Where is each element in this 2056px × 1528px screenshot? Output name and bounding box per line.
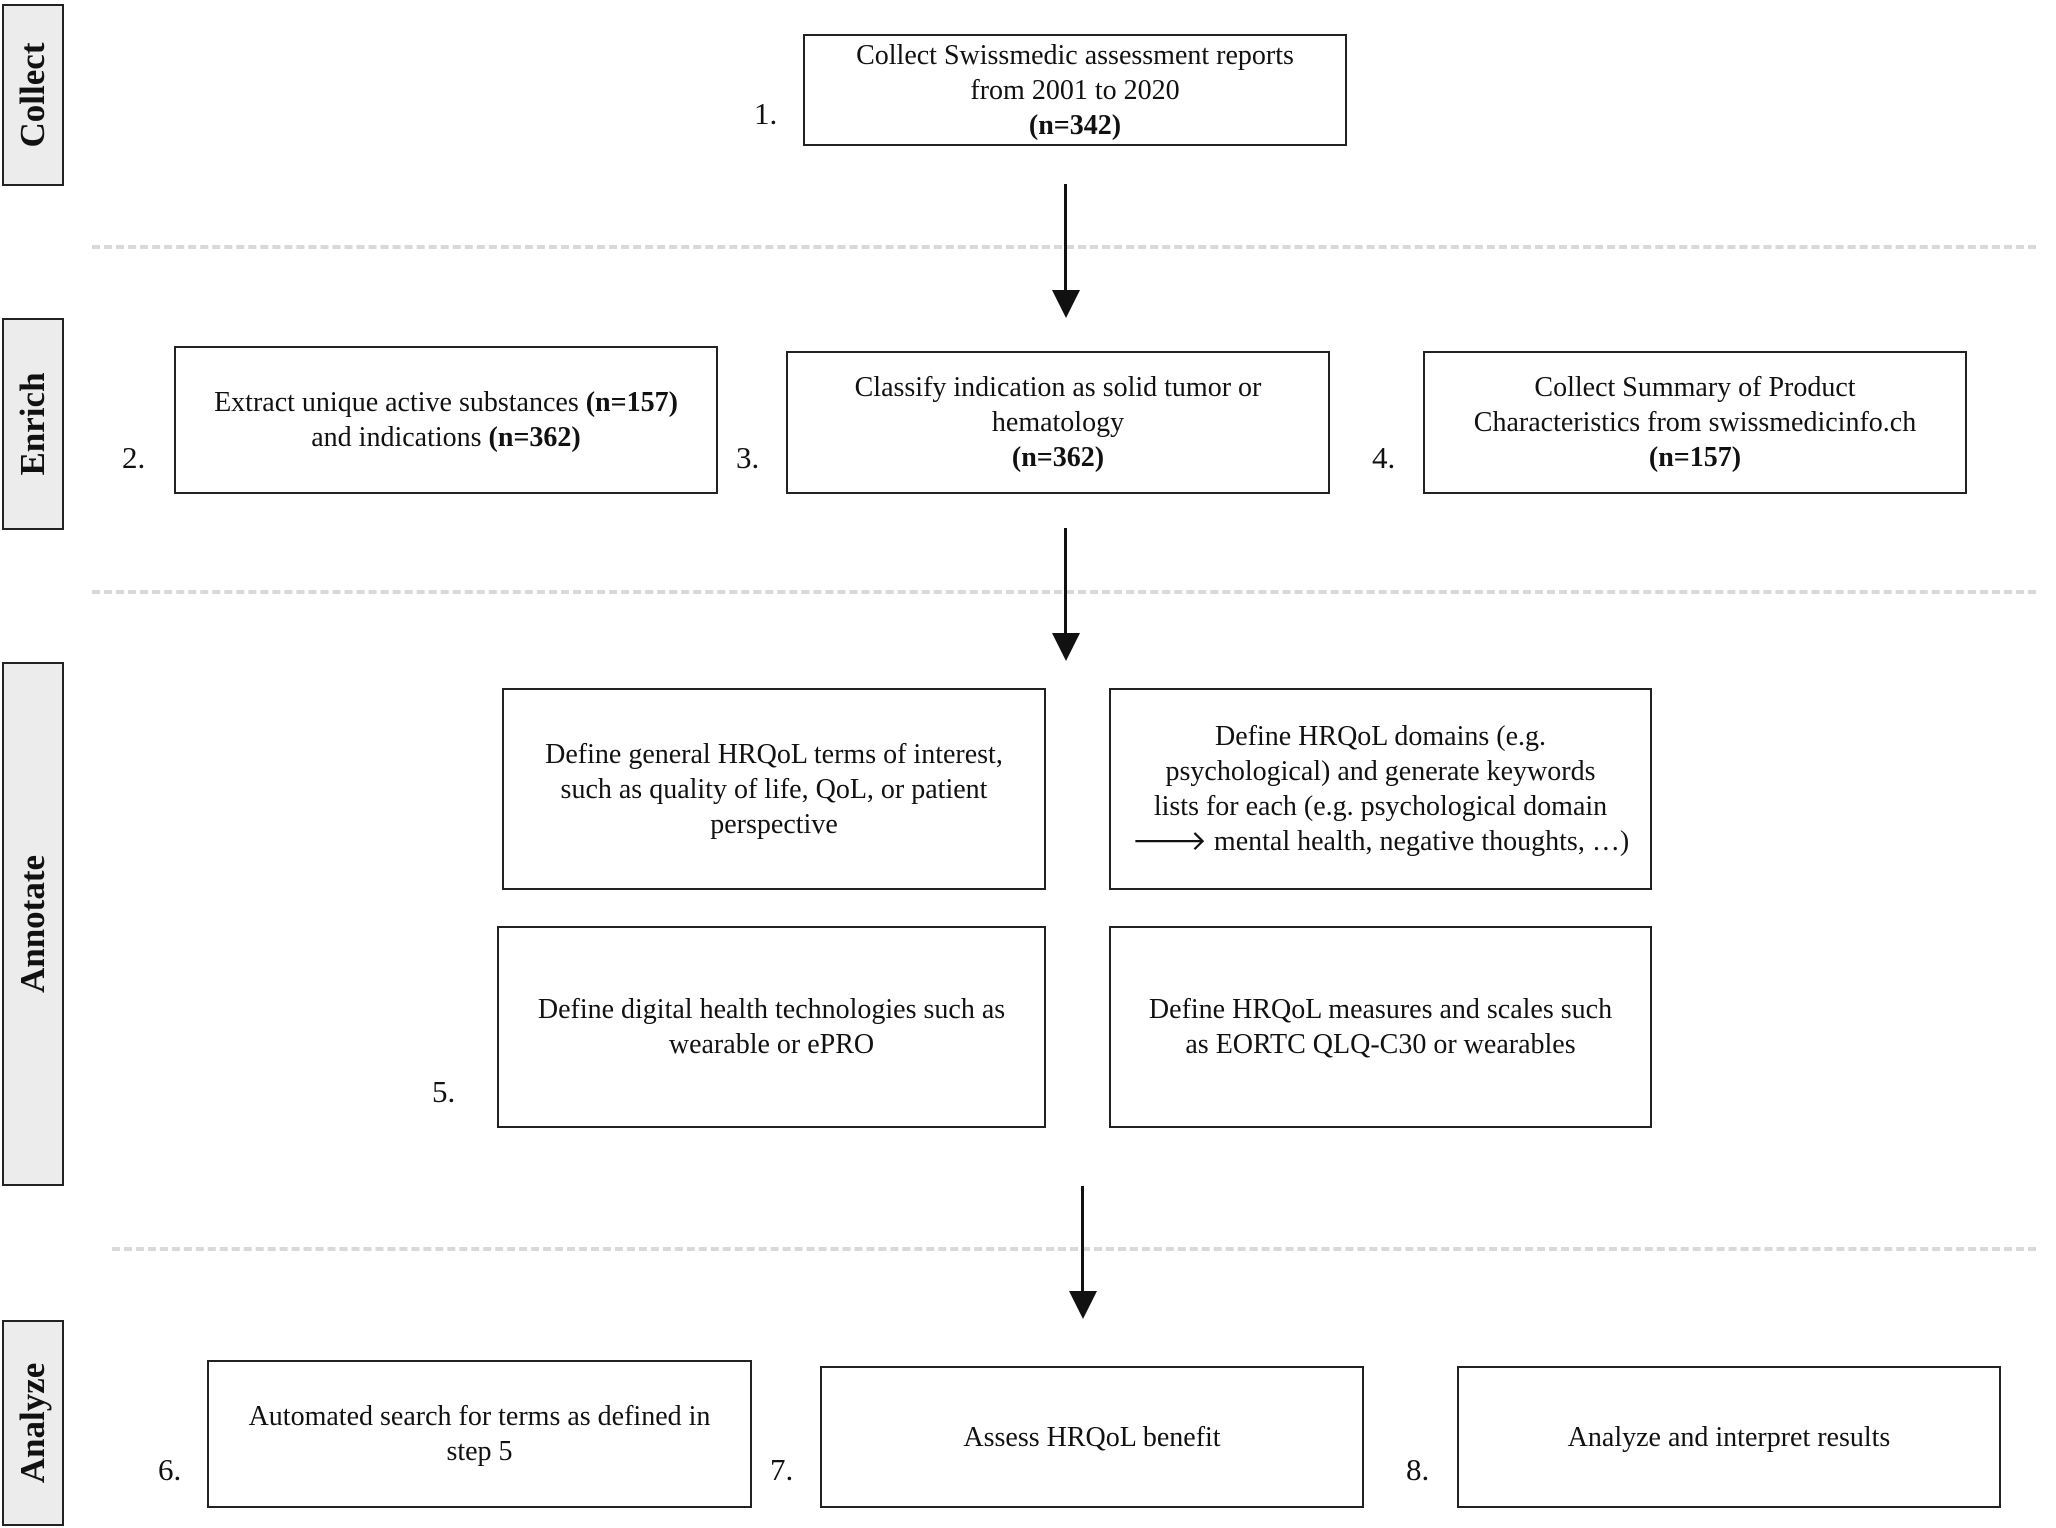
step-5-domains-box: Define HRQoL domains (e.g. psychological…: [1109, 688, 1652, 890]
stage-label-annotate: Annotate: [2, 662, 64, 1186]
step-1-line1: Collect Swissmedic assessment reports: [856, 39, 1294, 71]
step-number-5: 5.: [432, 1074, 456, 1109]
step-number-4: 4.: [1372, 440, 1396, 475]
step-2-indications-count: (n=362): [488, 422, 581, 453]
step-2-line1-text: Extract unique active substances: [214, 387, 586, 418]
stage-label-collect: Collect: [2, 4, 64, 186]
step-7-box: Assess HRQoL benefit: [820, 1366, 1364, 1508]
flow-arrow-enrich-to-annotate: [1052, 528, 1080, 661]
step-5-measures-line1: Define HRQoL measures and scales such: [1148, 994, 1613, 1025]
step-5-domains-line1: Define HRQoL domains (e.g.: [1215, 721, 1546, 752]
flow-arrow-annotate-to-analyze: [1069, 1186, 1097, 1319]
step-number-7: 7.: [770, 1452, 794, 1487]
step-5-terms-line2: such as quality of life, QoL, or patient: [560, 773, 988, 805]
step-number-3: 3.: [736, 440, 760, 475]
step-6-box: Automated search for terms as defined in…: [207, 1360, 752, 1508]
step-6-line1: Automated search for terms as defined in: [248, 1401, 711, 1432]
step-2-substances-count: (n=157): [585, 387, 678, 418]
step-2-box: Extract unique active substances (n=157)…: [174, 346, 718, 494]
stage-label-annotate-text: Annotate: [13, 854, 52, 994]
step-3-count: (n=362): [1011, 442, 1105, 473]
step-5-digital-box: Define digital health technologies such …: [497, 926, 1046, 1128]
step-4-box: Collect Summary of Product Characteristi…: [1423, 351, 1967, 494]
step-8-box: Analyze and interpret results: [1457, 1366, 2001, 1508]
flow-arrow-collect-to-enrich: [1052, 184, 1080, 318]
step-2-line2: and indications (n=362): [311, 420, 580, 455]
step-5-digital-line2: wearable or ePRO: [668, 1029, 875, 1060]
step-3-line1: Classify indication as solid tumor or: [854, 372, 1262, 403]
stage-label-collect-text: Collect: [13, 42, 52, 148]
step-5-domains-line3: lists for each (e.g. psychological domai…: [1153, 791, 1608, 822]
step-3-box: Classify indication as solid tumor or he…: [786, 351, 1330, 494]
step-6-line2: step 5: [446, 1436, 513, 1467]
stage-label-enrich-text: Enrich: [13, 372, 52, 476]
step-2-line2-text: and indications: [311, 422, 489, 453]
step-5-measures-line2: as EORTC QLQ-C30 or wearables: [1185, 1029, 1576, 1060]
step-number-8: 8.: [1406, 1452, 1430, 1487]
step-3-line2: hematology: [991, 407, 1125, 438]
step-5-measures-box: Define HRQoL measures and scales such as…: [1109, 926, 1652, 1128]
step-4-line2: Characteristics from swissmedicinfo.ch: [1473, 407, 1917, 438]
step-2-line1: Extract unique active substances (n=157): [214, 385, 678, 420]
stage-label-analyze-text: Analyze: [13, 1362, 52, 1484]
step-7-line1: Assess HRQoL benefit: [963, 1421, 1221, 1453]
step-4-line1: Collect Summary of Product: [1534, 372, 1856, 403]
step-5-terms-line1: Define general HRQoL terms of interest,: [545, 738, 1003, 770]
step-5-domains-line4: 🡒 mental health, negative thoughts, …): [1131, 826, 1630, 857]
stage-label-analyze: Analyze: [2, 1320, 64, 1526]
stage-label-enrich: Enrich: [2, 318, 64, 530]
step-1-count: (n=342): [1028, 109, 1122, 141]
step-5-terms-line3: perspective: [710, 808, 838, 840]
step-1-line2: from 2001 to 2020: [970, 74, 1180, 106]
step-5-domains-line2: psychological) and generate keywords: [1165, 756, 1596, 787]
step-1-box: Collect Swissmedic assessment reports fr…: [803, 34, 1347, 146]
step-4-count: (n=157): [1648, 442, 1742, 473]
step-number-1: 1.: [754, 96, 778, 131]
step-5-general-terms-box: Define general HRQoL terms of interest, …: [502, 688, 1046, 890]
step-8-line1: Analyze and interpret results: [1567, 1421, 1891, 1453]
divider-annotate-analyze: [112, 1247, 2036, 1251]
step-number-6: 6.: [158, 1452, 182, 1487]
step-number-2: 2.: [122, 440, 146, 475]
step-5-digital-line1: Define digital health technologies such …: [537, 994, 1006, 1025]
